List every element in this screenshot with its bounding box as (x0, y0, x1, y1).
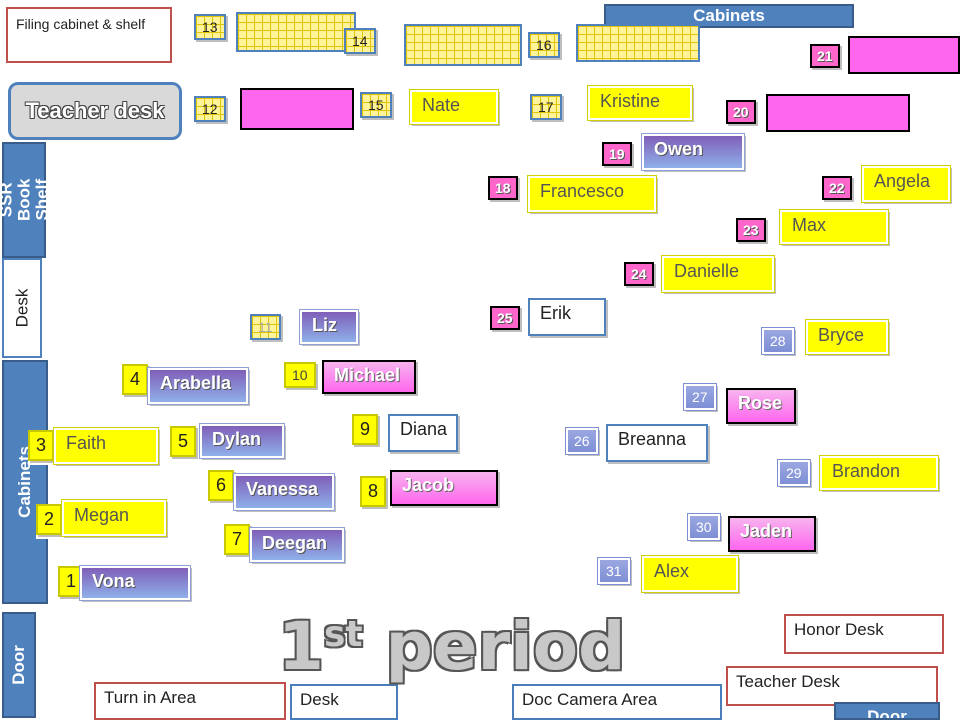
seat-17-number: 17 (530, 94, 562, 120)
seat-14-desk (404, 24, 522, 66)
seat-29-desk: Brandon (819, 455, 939, 491)
seat-11-desk: Liz (299, 309, 359, 345)
desk-left-text: Desk (12, 288, 32, 328)
seat-5-desk: Dylan (199, 423, 285, 459)
period-word: period (385, 608, 626, 685)
seat-28-desk: Bryce (805, 319, 889, 355)
seat-27-number: 27 (683, 383, 717, 411)
seat-19-desk: Owen (641, 133, 745, 171)
seat-26-number: 26 (565, 427, 599, 455)
seat-18-desk: Francesco (527, 175, 657, 213)
seat-28-number: 28 (761, 327, 795, 355)
seat-22-desk: Angela (861, 165, 951, 203)
seat-17-desk: Kristine (587, 85, 693, 121)
seat-25-desk: Erik (528, 298, 606, 336)
door-left: Door (2, 612, 36, 718)
honor-desk: Honor Desk (784, 614, 944, 654)
seat-7-number: 7 (224, 524, 251, 555)
period-number: 1 (278, 608, 324, 685)
seat-24-number: 24 (624, 262, 654, 286)
seat-31-number: 31 (597, 557, 631, 585)
seat-1-desk: Vona (79, 565, 191, 601)
seat-25-number: 25 (490, 306, 520, 330)
seat-9-number: 9 (352, 414, 379, 445)
seat-4-desk: Arabella (147, 367, 249, 405)
seat-1-number: 1 (58, 566, 85, 597)
seat-12-desk (240, 88, 354, 130)
seat-16-number: 16 (528, 32, 560, 58)
seat-23-desk: Max (779, 209, 889, 245)
door-left-text: Door (9, 645, 29, 685)
doc-camera-area: Doc Camera Area (512, 684, 722, 720)
seat-21-desk (848, 36, 960, 74)
seat-30-desk: Jaden (728, 516, 816, 552)
teacher-desk-top: Teacher desk (8, 82, 182, 140)
seat-30-number: 30 (687, 513, 721, 541)
seat-3-number: 3 (28, 430, 55, 461)
seat-31-desk: Alex (641, 555, 739, 593)
seat-19-number: 19 (602, 142, 632, 166)
seat-10-desk: Michael (322, 360, 416, 394)
seat-21-number: 21 (810, 44, 840, 68)
seat-14-number: 14 (344, 28, 376, 54)
seat-15-desk: Nate (409, 89, 499, 125)
seat-2-number: 2 (36, 504, 63, 535)
teacher-desk-bottom: Teacher Desk (726, 666, 938, 706)
seat-13-desk (236, 12, 356, 52)
seat-27-desk: Rose (726, 388, 796, 424)
desk-left: Desk (2, 258, 42, 358)
seat-4-number: 4 (122, 364, 149, 395)
seat-10-number: 10 (284, 362, 316, 388)
seat-20-desk (766, 94, 910, 132)
seat-6-number: 6 (208, 470, 235, 501)
seat-7-desk: Deegan (249, 527, 345, 563)
seat-2-desk: Megan (61, 499, 167, 537)
ssr-book-shelf-text: SSR Book Shelf (0, 178, 51, 222)
cabinets-left: Cabinets (2, 360, 48, 604)
seat-12-number: 12 (194, 96, 226, 122)
seat-6-desk: Vanessa (233, 473, 335, 511)
seat-3-desk: Faith (53, 427, 159, 465)
ssr-book-shelf: SSR Book Shelf (0, 142, 51, 258)
desk-bottom: Desk (290, 684, 398, 720)
period-title: 1st period (278, 608, 625, 685)
seat-16-desk (576, 24, 700, 62)
period-suffix: st (323, 614, 363, 655)
seat-13-number: 13 (194, 14, 226, 40)
seat-24-desk: Danielle (661, 255, 775, 293)
seat-29-number: 29 (777, 459, 811, 487)
seat-23-number: 23 (736, 218, 766, 242)
seat-9-desk: Diana (388, 414, 458, 452)
filing-cabinet-label: Filing cabinet & shelf (6, 7, 172, 63)
turn-in-area: Turn in Area (94, 682, 286, 720)
seat-15-number: 15 (360, 92, 392, 118)
seat-20-number: 20 (726, 100, 756, 124)
seat-8-desk: Jacob (390, 470, 498, 506)
seat-22-number: 22 (822, 176, 852, 200)
door-bottom: Door (834, 702, 940, 720)
seat-5-number: 5 (170, 426, 197, 457)
seat-11-number: 11 (250, 314, 281, 340)
seat-18-number: 18 (488, 176, 518, 200)
seat-8-number: 8 (360, 476, 387, 507)
seat-26-desk: Breanna (606, 424, 708, 462)
